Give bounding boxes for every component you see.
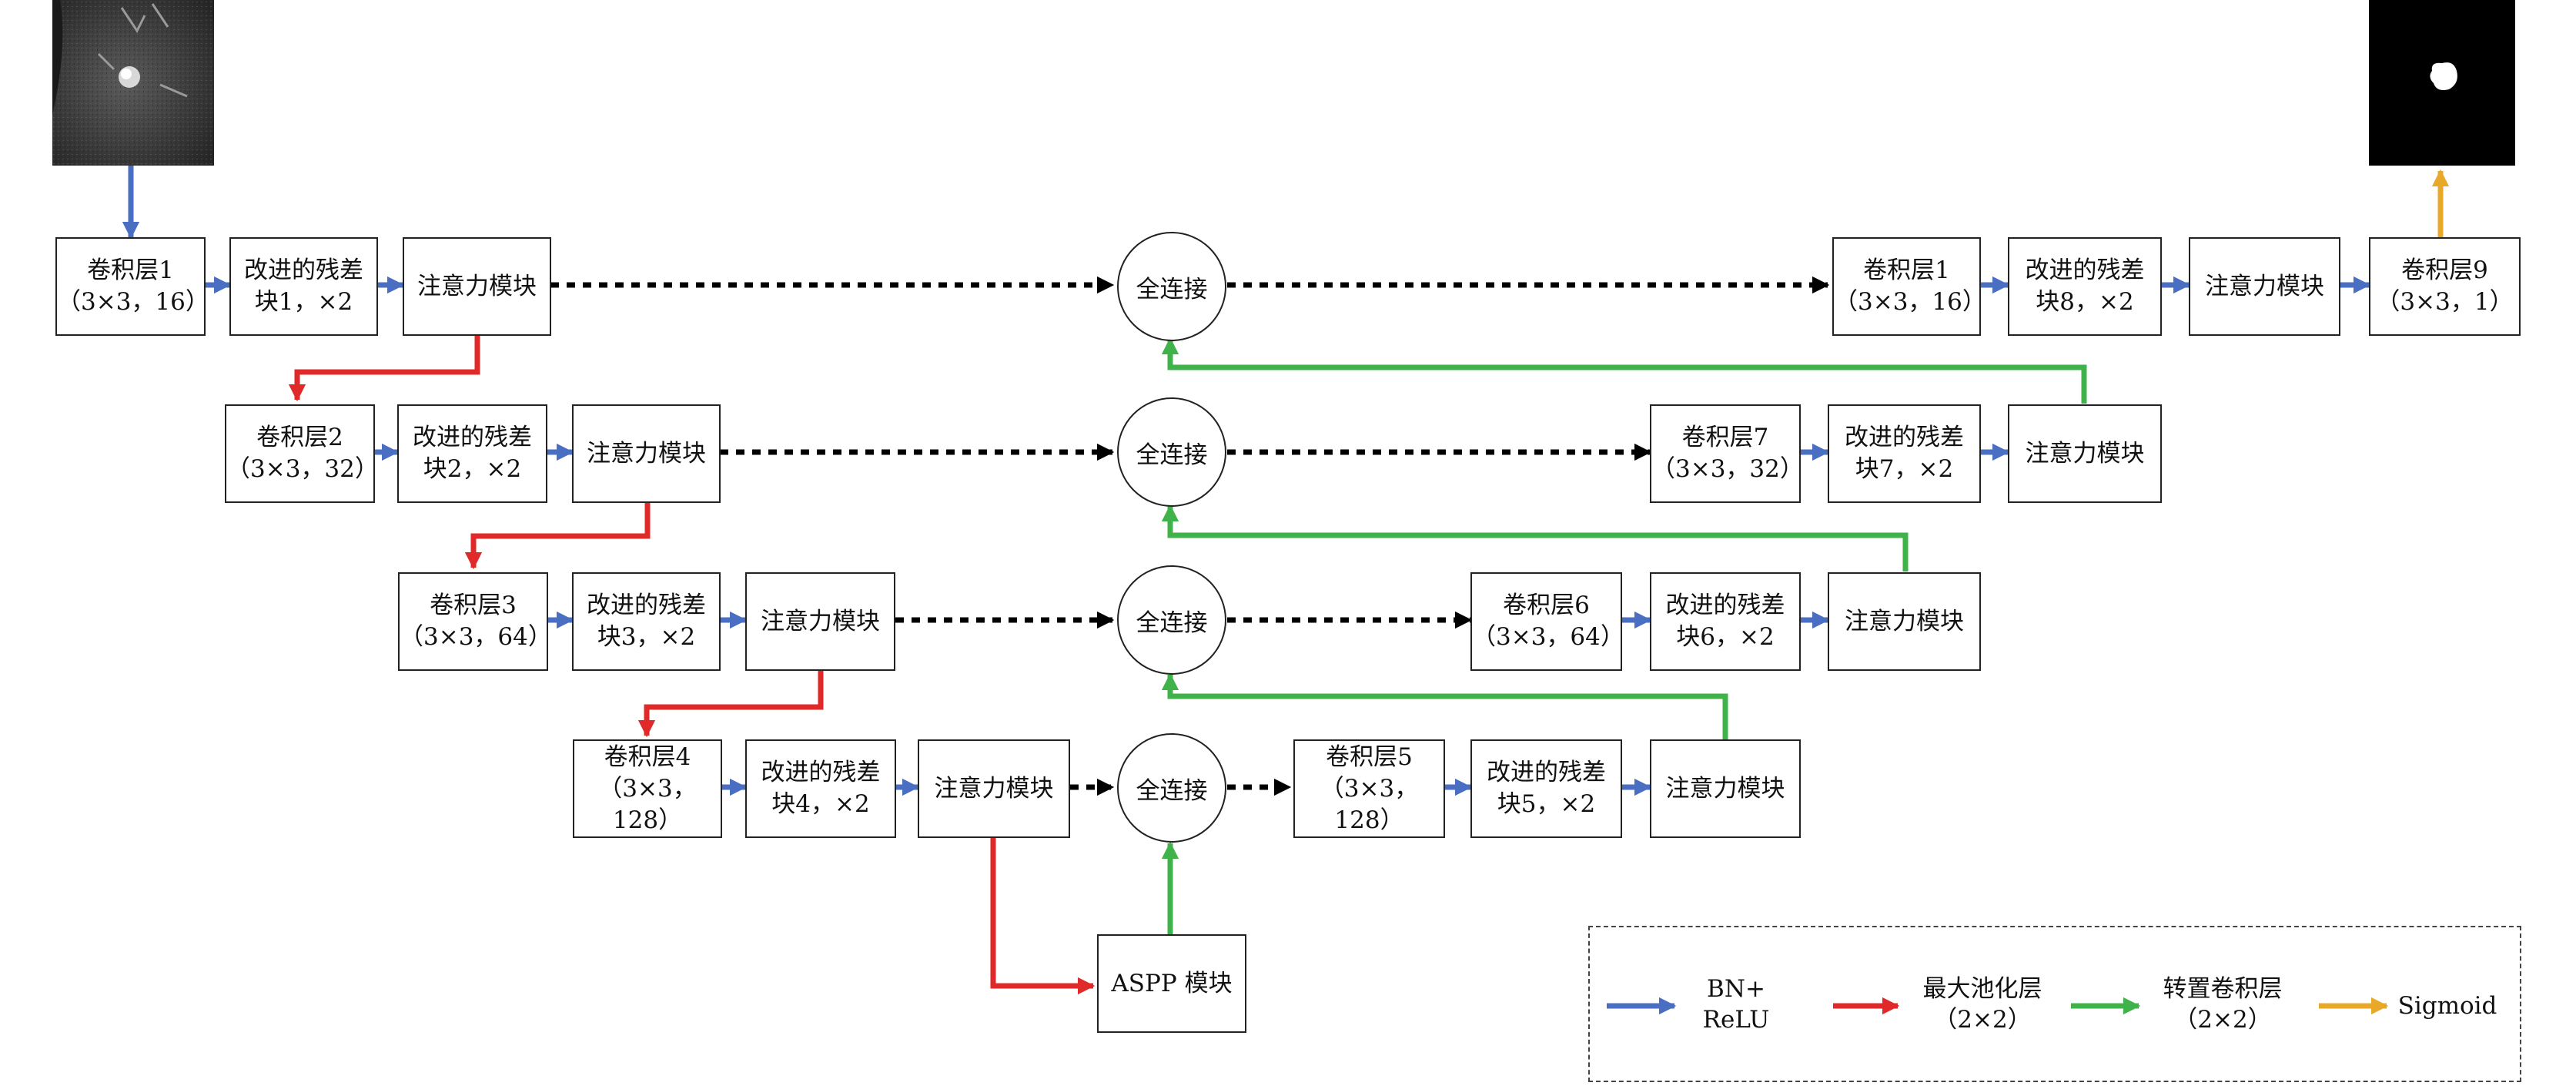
legend-label-maxpool: 最大池化层（2×2） — [1922, 975, 2042, 1034]
conv-layer-9: 卷积层9（3×3，1） — [2369, 237, 2521, 336]
transconv-arrow — [1161, 337, 2087, 404]
conv-layer-1: 卷积层1（3×3，16） — [55, 237, 209, 336]
legend-label-bn-relu: BN+ReLU — [1702, 975, 1770, 1034]
attention-module-7: 注意力模块 — [2008, 404, 2162, 503]
legend-box — [1588, 926, 2521, 1082]
attention-module-1: 注意力模块 — [403, 237, 551, 336]
residual-block-4: 改进的残差块4，×2 — [745, 739, 896, 838]
attention-module-5: 注意力模块 — [1650, 739, 1801, 838]
fully-connected-node-1: 全连接 — [1117, 232, 1226, 341]
transconv-arrow — [1161, 672, 1728, 739]
conv-layer-5: 卷积层5（3×3，128） — [1293, 739, 1445, 838]
conv-layer-8: 卷积层1（3×3，16） — [1832, 237, 1986, 336]
attention-module-2: 注意力模块 — [572, 404, 721, 503]
fully-connected-node-4: 全连接 — [1117, 733, 1226, 843]
maxpool-arrow — [464, 501, 651, 570]
residual-block-3: 改进的残差块3，×2 — [572, 572, 721, 671]
residual-block-5: 改进的残差块5，×2 — [1470, 739, 1622, 838]
attention-module-8: 注意力模块 — [2189, 237, 2340, 336]
residual-block-1: 改进的残差块1，×2 — [229, 237, 378, 336]
residual-block-6: 改进的残差块6，×2 — [1650, 572, 1801, 671]
conv-layer-4: 卷积层4（3×3，128） — [573, 739, 722, 838]
attention-module-4: 注意力模块 — [918, 739, 1070, 838]
maxpool-arrow — [288, 334, 480, 402]
attention-module-3: 注意力模块 — [745, 572, 895, 671]
residual-block-8: 改进的残差块8，×2 — [2008, 237, 2162, 336]
conv-layer-2: 卷积层2（3×3，32） — [225, 404, 379, 503]
transconv-arrow — [1161, 504, 1909, 571]
segmentation-mask-image — [2369, 0, 2515, 166]
residual-block-7: 改进的残差块7，×2 — [1828, 404, 1981, 503]
ct-slice-image — [52, 0, 214, 166]
fully-connected-node-2: 全连接 — [1117, 397, 1226, 507]
maxpool-arrow — [637, 668, 824, 738]
residual-block-2: 改进的残差块2，×2 — [397, 404, 547, 503]
conv-layer-6: 卷积层6（3×3，64） — [1470, 572, 1624, 671]
legend-label-transconv: 转置卷积层（2×2） — [2163, 975, 2283, 1034]
aspp-module: ASPP 模块 — [1097, 934, 1246, 1033]
legend-label-sigmoid: Sigmoid — [2397, 992, 2497, 1020]
fully-connected-node-3: 全连接 — [1117, 565, 1226, 675]
maxpool-arrow — [990, 836, 1096, 995]
conv-layer-3: 卷积层3（3×3，64） — [398, 572, 552, 671]
attention-module-6: 注意力模块 — [1828, 572, 1981, 671]
conv-layer-7: 卷积层7（3×3，32） — [1650, 404, 1804, 503]
